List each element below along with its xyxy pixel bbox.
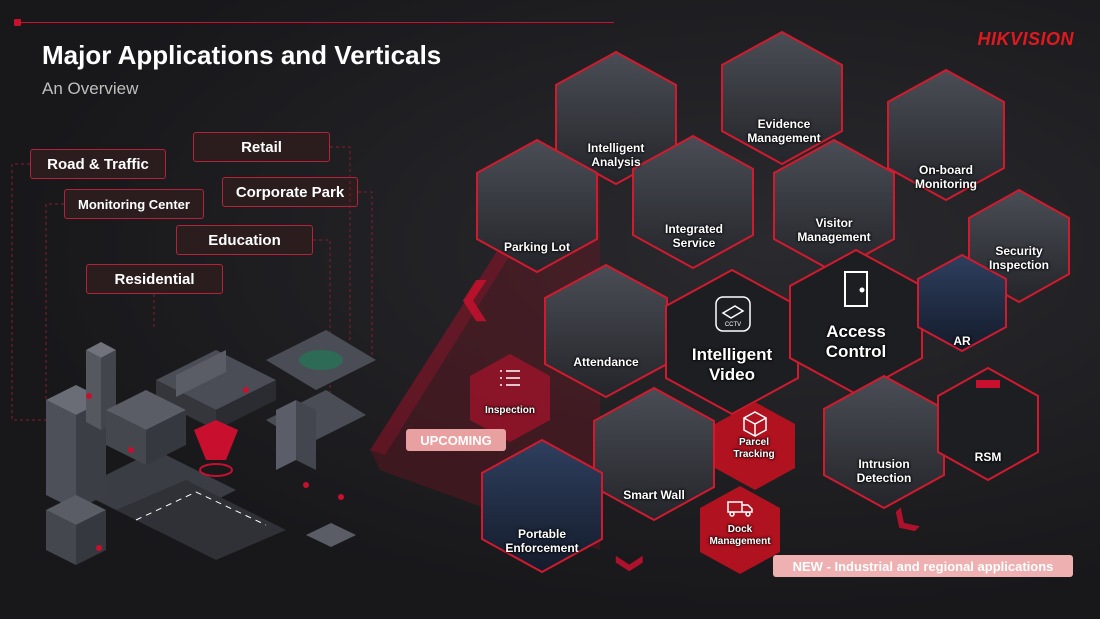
label-integrated-service: Integrated Service [664, 222, 723, 251]
hex-ar [917, 253, 1007, 353]
vertical-tag-education: Education [176, 225, 313, 255]
hex-parking-lot [476, 138, 598, 274]
chevron-down-icon: ❯ [616, 552, 647, 575]
page-title: Major Applications and Verticals [42, 40, 442, 70]
label-on-board-monitoring: On-board Monitoring [915, 163, 977, 192]
hex-dock-management [700, 486, 780, 574]
label-visitor-management: Visitor Management [797, 216, 871, 245]
hex-portable-enforcement [481, 438, 603, 574]
hex-integrated-service [632, 134, 754, 270]
hex-smart-wall [593, 386, 715, 522]
hex-visitor-management [773, 138, 895, 274]
label-intelligent-video: Intelligent Video [691, 345, 773, 385]
hex-rsm [937, 366, 1039, 482]
hex-intelligent-analysis [555, 50, 677, 186]
isometric-city-illustration [46, 330, 376, 565]
label-parking-lot: Parking Lot [503, 240, 570, 254]
label-access-control: Access Control [825, 322, 887, 362]
chevron-left-icon: ❮ [458, 276, 492, 320]
new-applications-badge: NEW - Industrial and regional applicatio… [773, 555, 1073, 577]
label-attendance: Attendance [573, 355, 639, 369]
vertical-tag-monitoring-center: Monitoring Center [64, 189, 204, 219]
label-smart-wall: Smart Wall [623, 488, 685, 502]
door-icon [844, 271, 868, 307]
checklist-icon [500, 370, 520, 386]
label-intelligent-analysis: Intelligent Analysis [587, 141, 645, 170]
cctv-icon [715, 296, 751, 332]
truck-icon [727, 501, 753, 517]
label-rsm: RSM [974, 450, 1002, 464]
hex-intelligent-video [665, 268, 799, 416]
label-ar: AR [953, 334, 971, 348]
label-dock-management: Dock Management [709, 524, 771, 547]
hex-on-board-monitoring [887, 68, 1005, 202]
upcoming-badge: UPCOMING [406, 429, 506, 451]
hex-attendance [544, 263, 668, 399]
label-inspection: Inspection [484, 405, 535, 416]
hikvision-logo: HIKVISION [977, 29, 1074, 49]
hex-inspection [470, 354, 550, 442]
hex-parcel-tracking [715, 402, 795, 490]
label-portable-enforcement: Portable Enforcement [505, 527, 579, 556]
header-accent-line [14, 22, 614, 23]
hex-evidence-management [721, 30, 843, 166]
vertical-tag-residential: Residential [86, 264, 223, 294]
cctv-icon-text: CCTV [725, 322, 741, 328]
page-subtitle: An Overview [42, 79, 139, 98]
vertical-tag-retail: Retail [193, 132, 330, 162]
label-intrusion-detection: Intrusion Detection [856, 457, 912, 486]
label-security-inspection: Security Inspection [988, 244, 1049, 273]
label-evidence-management: Evidence Management [747, 117, 821, 146]
label-parcel-tracking: Parcel Tracking [733, 437, 775, 460]
vertical-tag-corporate-park: Corporate Park [222, 177, 358, 207]
vertical-tag-road-traffic: Road & Traffic [30, 149, 166, 179]
rsm-diagram-icon [976, 380, 1000, 388]
hex-intrusion-detection [823, 374, 945, 510]
package-icon [743, 411, 767, 437]
